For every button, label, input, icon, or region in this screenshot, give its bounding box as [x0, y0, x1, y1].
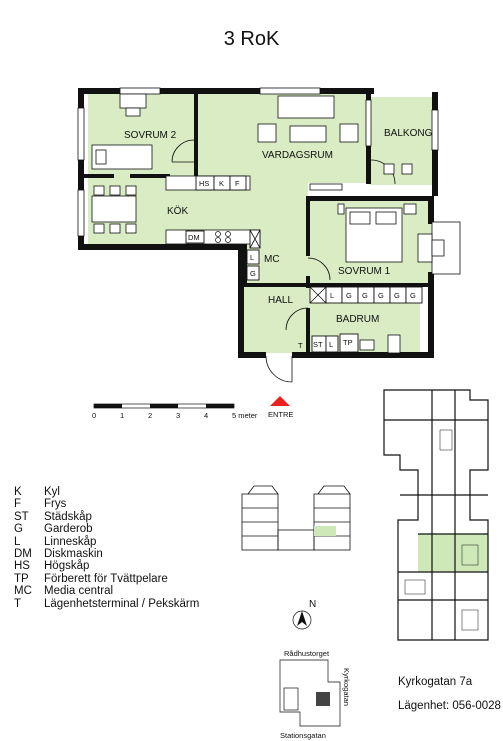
- fixture-t: T: [298, 341, 303, 350]
- legend-code: MC: [14, 585, 32, 598]
- fixture-g4: G: [394, 291, 400, 300]
- scale-tick-5: 5 meter: [232, 411, 258, 420]
- building-overview: [383, 389, 489, 641]
- plan-title: 3 RoK: [223, 28, 280, 50]
- site-street-south: Stationsgatan: [280, 731, 326, 740]
- scale-tick-1: 1: [120, 411, 124, 420]
- legend-code: TP: [14, 572, 29, 585]
- fixture-hs: HS: [199, 179, 209, 188]
- legend-code: HS: [14, 560, 30, 573]
- compass-north-label: N: [309, 599, 316, 610]
- room-label-sovrum2: SOVRUM 2: [124, 130, 177, 141]
- scale-tick-3: 3: [176, 411, 180, 420]
- legend-code: G: [14, 523, 23, 536]
- legend-code: F: [14, 498, 22, 511]
- section-highlight: [314, 526, 336, 536]
- fixture-l-hall: L: [250, 253, 254, 262]
- fixture-g-hall: G: [250, 269, 256, 278]
- door-swings: [171, 139, 396, 383]
- legend-code: ST: [14, 510, 29, 523]
- legend-row: DM Diskmaskin: [14, 548, 199, 560]
- legend-row: K Kyl: [14, 486, 199, 498]
- room-label-hall: HALL: [268, 295, 293, 306]
- legend-text: Städskåp: [44, 510, 92, 523]
- address: Kyrkogatan 7a: [398, 676, 473, 688]
- legend-text: Förberett för Tvättpelare: [44, 572, 168, 585]
- legend-text: Högskåp: [44, 560, 90, 573]
- room-label-balkong: BALKONG: [384, 128, 433, 139]
- legend-row: F Frys: [14, 498, 199, 510]
- scale-bar: [93, 403, 235, 409]
- fixture-l-bad: L: [329, 340, 333, 349]
- fixture-g5: G: [410, 291, 416, 300]
- legend-text: Garderob: [44, 523, 93, 536]
- legend-code: DM: [14, 548, 32, 561]
- fixture-mc: MC: [264, 254, 280, 265]
- site-map-highlight: [316, 692, 330, 706]
- legend-code: K: [14, 486, 22, 498]
- fixture-g2: G: [362, 291, 368, 300]
- legend-row: G Garderob: [14, 523, 199, 535]
- room-label-badrum: BADRUM: [336, 314, 379, 325]
- legend-code: L: [14, 535, 21, 548]
- fixture-dm: DM: [188, 233, 200, 242]
- legend-text: Frys: [44, 498, 67, 511]
- legend-text: Linneskåp: [44, 535, 97, 548]
- legend-text: Kyl: [44, 486, 60, 498]
- fixture-st: ST: [313, 340, 323, 349]
- legend-row: HS Högskåp: [14, 560, 199, 572]
- scale-tick-4: 4: [204, 411, 208, 420]
- fixture-l-sovrum1: L: [330, 291, 334, 300]
- site-map: [279, 659, 341, 727]
- compass-icon: [292, 610, 312, 630]
- stove-icon: [215, 231, 231, 243]
- entry-label: ENTRE: [268, 410, 293, 419]
- legend-row: TP Förberett för Tvättpelare: [14, 573, 199, 585]
- legend-text: Diskmaskin: [44, 548, 103, 561]
- fixture-k: K: [219, 179, 224, 188]
- fixture-f: F: [235, 179, 240, 188]
- fixture-g3: G: [378, 291, 384, 300]
- apartment-number: Lägenhet: 056-0028: [398, 700, 501, 712]
- interior-walls: [84, 94, 433, 356]
- legend-code: T: [14, 597, 22, 610]
- legend-row: ST Städskåp: [14, 511, 199, 523]
- scale-tick-0: 0: [92, 411, 96, 420]
- fixture-tp: TP: [343, 338, 353, 347]
- legend-text: Media central: [44, 585, 114, 598]
- site-street-east: Kyrkogatan: [342, 668, 351, 706]
- room-label-sovrum1: SOVRUM 1: [338, 266, 391, 277]
- room-label-vardagsrum: VARDAGSRUM: [262, 150, 333, 161]
- entry-marker-icon: [270, 396, 290, 406]
- site-street-north: Rådhustorget: [284, 649, 330, 658]
- legend-row: T Lägenhetsterminal / Pekskärm: [14, 598, 199, 610]
- cross-marks: [249, 229, 327, 304]
- legend-text: Lägenhetsterminal / Pekskärm: [44, 597, 200, 610]
- legend-row: L Linneskåp: [14, 536, 199, 548]
- building-section: [241, 485, 351, 551]
- fixture-g1: G: [346, 291, 352, 300]
- legend-row: MC Media central: [14, 585, 199, 597]
- scale-tick-2: 2: [148, 411, 152, 420]
- room-label-kok: KÖK: [167, 205, 188, 217]
